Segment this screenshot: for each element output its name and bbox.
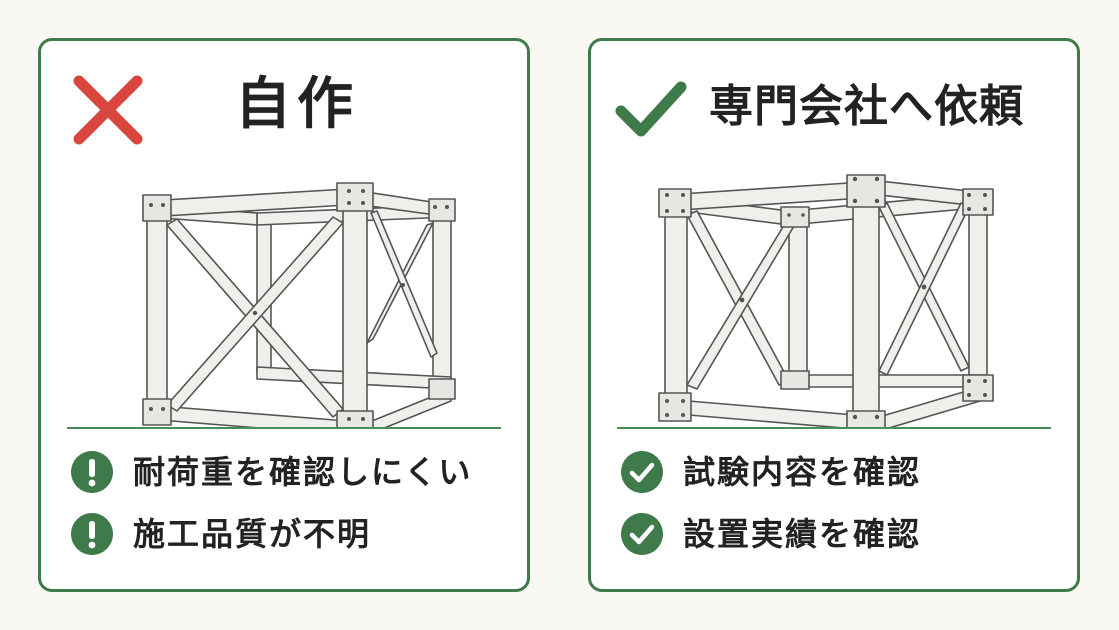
diy-point: 耐荷重を確認しにくい — [71, 451, 517, 493]
professional-title: 専門会社へ依頼 — [709, 81, 1024, 132]
professional-header: 専門会社へ依頼 — [591, 71, 1077, 155]
professional-divider — [617, 427, 1051, 429]
professional-panel: 専門会社へ依頼 — [588, 38, 1080, 592]
diy-header: 自作 — [41, 71, 527, 155]
diy-divider — [67, 427, 501, 429]
diy-frame-illustration — [142, 182, 456, 427]
diy-point-label: 施工品質が不明 — [133, 515, 372, 553]
check-circle-icon — [621, 451, 663, 493]
exclamation-icon — [71, 451, 113, 493]
diy-point-label: 耐荷重を確認しにくい — [133, 453, 473, 491]
professional-point: 試験内容を確認 — [621, 451, 1067, 493]
diy-panel: 自作 — [38, 38, 530, 592]
cross-icon — [73, 75, 143, 145]
check-circle-icon — [621, 513, 663, 555]
check-icon — [615, 81, 687, 137]
professional-frame-illustration — [658, 174, 994, 427]
professional-point-label: 試験内容を確認 — [683, 453, 922, 491]
professional-point-label: 設置実績を確認 — [683, 515, 922, 553]
professional-point: 設置実績を確認 — [621, 513, 1067, 555]
exclamation-icon — [71, 513, 113, 555]
diy-title: 自作 — [235, 72, 359, 137]
professional-points: 試験内容を確認 設置実績を確認 — [621, 451, 1067, 575]
diy-points: 耐荷重を確認しにくい 施工品質が不明 — [71, 451, 517, 575]
diy-point: 施工品質が不明 — [71, 513, 517, 555]
